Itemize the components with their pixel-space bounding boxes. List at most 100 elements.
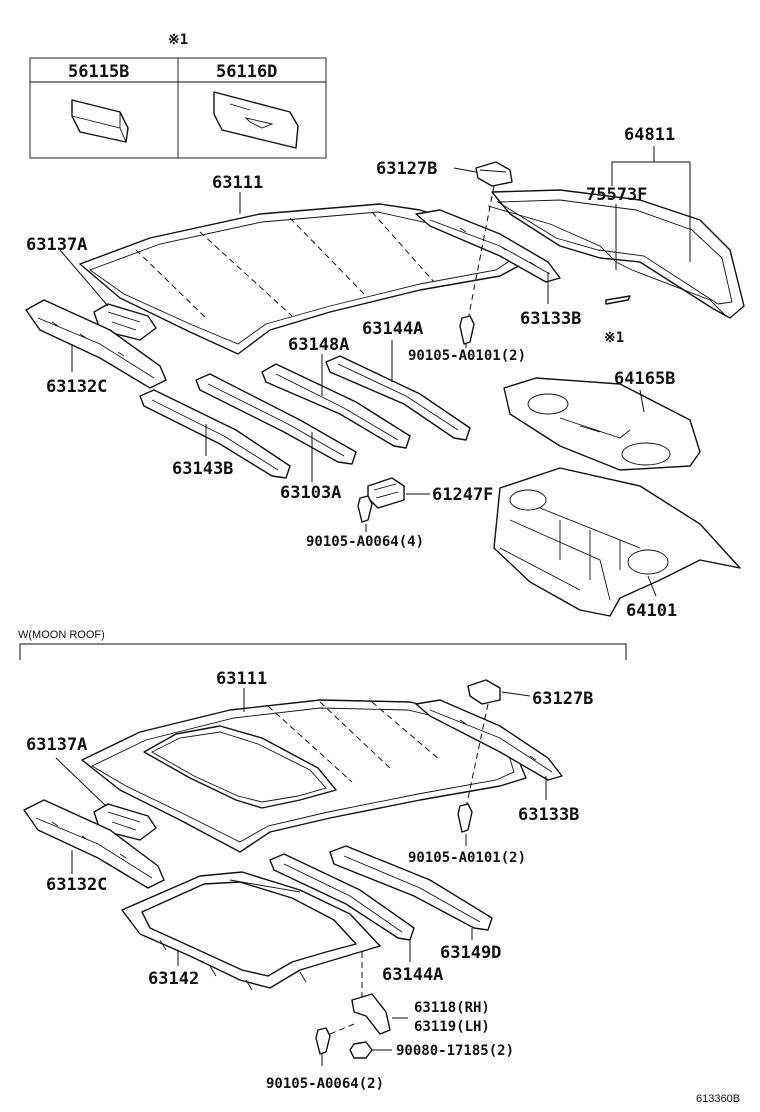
roof-bow-63103A xyxy=(195,373,357,465)
moon-label-90105-A0064: 90105-A0064(2) xyxy=(266,1076,384,1092)
sunroof-opening-inner xyxy=(151,731,327,803)
label-63132C: 63132C xyxy=(46,377,107,397)
leader-64811 xyxy=(611,146,691,262)
moon-roof-contour-3 xyxy=(371,701,441,761)
moon-label-63142: 63142 xyxy=(148,969,199,989)
front-header-63132C xyxy=(25,299,167,389)
rear-panel-64101 xyxy=(493,467,741,617)
roof-panel-contour-2 xyxy=(199,231,293,317)
moon-label-63119: 63119(LH) xyxy=(414,1019,490,1035)
moon-roof-section-bracket xyxy=(19,643,627,660)
label-63137A: 63137A xyxy=(26,235,87,255)
leader-64165B xyxy=(639,389,645,413)
label-64101: 64101 xyxy=(626,601,677,621)
moon-roof-screw-90105-A0064 xyxy=(315,1027,331,1055)
moon-leader-63137A xyxy=(55,757,107,807)
rear-panel-hole-right xyxy=(627,549,669,575)
moon-roof-panel-inner-edge xyxy=(91,707,515,843)
rear-panel-hole-left xyxy=(509,489,547,511)
roof-bow-63103A-detail xyxy=(207,383,345,457)
rear-panel-detail xyxy=(499,507,641,601)
roof-panel-contour-1 xyxy=(135,249,207,319)
label-63103A: 63103A xyxy=(280,483,341,503)
legend-table: ※1 56115B 56116D xyxy=(29,32,327,159)
label-63127B: 63127B xyxy=(376,159,437,179)
label-64811: 64811 xyxy=(624,125,675,145)
label-63133B: 63133B xyxy=(520,309,581,329)
nut-90080-17185 xyxy=(349,1041,373,1059)
moon-label-63118: 63118(RH) xyxy=(414,1000,490,1016)
label-90105-A0101: 90105-A0101(2) xyxy=(408,348,526,364)
moon-roof-screw-dash xyxy=(329,1023,355,1035)
moon-label-63111: 63111 xyxy=(216,669,267,689)
moon-roof-contour-1 xyxy=(267,705,353,783)
moon-roof-front-header-63132C xyxy=(23,799,165,889)
package-tray-detail xyxy=(559,417,631,439)
moon-roof-bow-63149D-detail xyxy=(343,855,481,923)
label-63144A: 63144A xyxy=(362,319,423,339)
label-63143B: 63143B xyxy=(172,459,233,479)
moon-roof-caption: W(MOON ROOF) xyxy=(18,629,105,641)
moon-roof-bracket-63137A-detail xyxy=(107,811,141,831)
roof-bow-63144A-detail xyxy=(337,363,459,431)
screw-90105-A0064 xyxy=(357,495,373,523)
roof-panel-inner-edge xyxy=(89,211,515,345)
roof-bow-63144A xyxy=(325,355,471,441)
clip-63127B-detail xyxy=(479,169,507,173)
moon-label-63133B: 63133B xyxy=(518,805,579,825)
roof-bow-63143B xyxy=(139,389,291,479)
moon-roof-screw-90105-A0101 xyxy=(457,803,473,833)
moon-label-63137A: 63137A xyxy=(26,735,87,755)
upper-section: 64811 63127B 75573F 63111 63137A 63133B … xyxy=(25,125,745,621)
package-tray-speaker-left xyxy=(527,393,569,415)
moon-label-63127B: 63127B xyxy=(532,689,593,709)
moon-roof-contour-2 xyxy=(319,701,393,771)
label-61247F: 61247F xyxy=(432,485,493,505)
moon-roof-section: W(MOON ROOF) xyxy=(18,629,627,1092)
bracket-61247F-detail xyxy=(373,483,399,499)
clip-63127B-dash xyxy=(467,185,495,321)
moon-roof-clip-63127B xyxy=(467,679,501,705)
moon-label-63132C: 63132C xyxy=(46,875,107,895)
moon-leader-63127B xyxy=(501,691,531,697)
part-56115B-detail xyxy=(71,112,127,143)
leader-64101 xyxy=(647,575,657,597)
part-56116D-detail xyxy=(229,103,274,129)
legend-col-56116D: 56116D xyxy=(216,62,277,82)
moon-label-90080-17185: 90080-17185(2) xyxy=(396,1043,514,1059)
roof-panel-63111 xyxy=(79,203,527,355)
package-tray-speaker-right xyxy=(621,442,671,466)
moon-roof-bow-63144A-detail xyxy=(283,863,403,933)
moon-roof-rear-header-63133B xyxy=(415,699,563,781)
label-note-mark: ※1 xyxy=(604,330,624,346)
moon-label-90105-A0101: 90105-A0101(2) xyxy=(408,850,526,866)
back-window-molding xyxy=(496,199,733,305)
label-63111: 63111 xyxy=(212,173,263,193)
package-tray-64165B xyxy=(503,377,701,471)
roof-bow-63148A xyxy=(261,363,411,449)
legend-note-mark: ※1 xyxy=(168,32,188,48)
clip-63127B xyxy=(475,161,513,187)
back-window-64811 xyxy=(491,189,745,319)
label-63148A: 63148A xyxy=(288,335,349,355)
leader-63137A xyxy=(59,249,109,307)
leader-63127B xyxy=(453,167,477,173)
bracket-61247F xyxy=(367,477,405,509)
moon-label-63144A: 63144A xyxy=(382,965,443,985)
screw-90105-A0101 xyxy=(459,315,475,345)
roof-panel-contour-3 xyxy=(289,217,367,297)
label-75573F: 75573F xyxy=(586,185,647,205)
roof-panel-contour-4 xyxy=(371,211,435,283)
moon-roof-clip-dash xyxy=(465,703,489,809)
front-header-63132C-detail xyxy=(37,317,155,379)
legend-col-56115B: 56115B xyxy=(68,62,129,82)
note-mark-glyph xyxy=(605,295,631,305)
document-id: 613360B xyxy=(696,1093,740,1105)
roof-bow-63148A-detail xyxy=(275,373,399,441)
moon-roof-rear-header-detail xyxy=(429,709,553,773)
moon-label-63149D: 63149D xyxy=(440,943,501,963)
moon-roof-front-header-detail xyxy=(35,817,153,879)
bracket-63118-63119 xyxy=(351,993,391,1035)
sunroof-housing-detail xyxy=(159,879,307,991)
label-90105-A0064: 90105-A0064(4) xyxy=(306,534,424,550)
